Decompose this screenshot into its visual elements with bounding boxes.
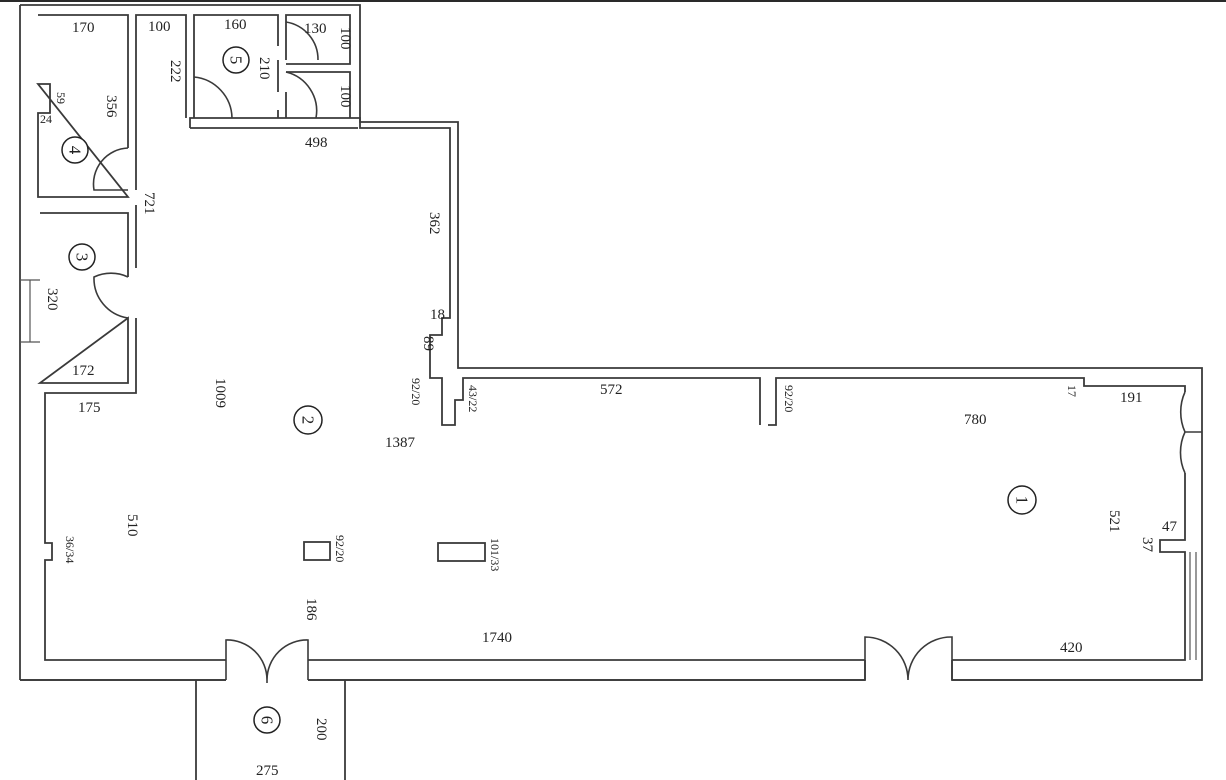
outer-wall-outer [20, 4, 1203, 681]
dim-room2-top-left: 175 [78, 400, 101, 416]
svg-text:1: 1 [1013, 496, 1032, 505]
door-wc2 [285, 71, 318, 119]
dim-niche-right-b: 37 [1139, 537, 1155, 553]
dim-room2-upper-side: 362 [426, 212, 442, 235]
dim-corridor-top: 100 [148, 19, 171, 35]
dim-upper-wall: 498 [305, 135, 328, 151]
room-tag-3: 3 [68, 243, 96, 271]
svg-text:4: 4 [66, 146, 85, 155]
dim-entrance-depth: 186 [303, 598, 319, 621]
dim-room1-side: 521 [1106, 510, 1122, 533]
window-left [20, 279, 40, 343]
room-tag-6: 6 [253, 706, 281, 734]
door-wc1 [285, 21, 319, 61]
dim-wc1-side: 100 [337, 27, 353, 50]
dim-pillar-b: 101/33 [488, 538, 502, 571]
svg-text:6: 6 [258, 716, 277, 725]
door-bottom-right [864, 636, 953, 681]
dim-pillar-a: 92/20 [333, 535, 347, 562]
dim-room4-top: 170 [72, 20, 95, 36]
dim-room3-side: 320 [44, 288, 60, 311]
room4-walls [36, 14, 130, 198]
svg-text:5: 5 [227, 56, 246, 65]
window-right [1189, 552, 1197, 660]
dim-room4-side: 356 [103, 95, 119, 118]
door-corridor [193, 76, 233, 119]
dim-niche-right-a: 47 [1162, 519, 1178, 535]
svg-text:2: 2 [299, 416, 318, 425]
dim-wc2-side: 100 [337, 85, 353, 108]
dim-vestibule-side: 200 [313, 718, 329, 741]
dim-column-left: 92/20 [409, 378, 423, 405]
pillar-a [303, 541, 331, 561]
room-tag-1: 1 [1007, 485, 1037, 515]
dim-step-89: 89 [420, 336, 436, 351]
room3-walls [37, 212, 129, 384]
dim-room2-width: 1387 [385, 435, 416, 451]
dim-bottom-right: 420 [1060, 640, 1083, 656]
inner-wall-bottom [44, 318, 865, 661]
svg-text:3: 3 [73, 253, 92, 262]
room-tag-2: 2 [293, 405, 323, 435]
top-border [0, 0, 1226, 2]
dim-column-right: 43/22 [466, 385, 480, 412]
dim-room1-depth: 780 [964, 412, 987, 428]
dim-room5-top: 160 [224, 17, 247, 33]
door-room3 [93, 272, 129, 319]
dim-niche-left: 36/34 [63, 536, 77, 563]
dim-room3-bottom: 172 [72, 363, 95, 379]
dim-column-mid: 92/20 [782, 385, 796, 412]
room-tag-4: 4 [61, 136, 89, 164]
room-tag-5: 5 [222, 46, 250, 74]
dim-room1-top: 572 [600, 382, 623, 398]
dim-room1-offset: 17 [1065, 385, 1079, 397]
dim-room4-niche-b: 24 [40, 112, 52, 126]
dim-room5-side: 210 [256, 57, 272, 80]
door-room4 [92, 147, 129, 191]
dim-room2-height: 1009 [212, 378, 228, 408]
pillar-b [437, 542, 486, 562]
dim-room1-right-top: 191 [1120, 390, 1143, 406]
inner-wall-right-top [768, 377, 1186, 426]
dim-room2-side: 510 [124, 514, 140, 537]
door-main [225, 639, 309, 683]
dim-room4-niche-a: 59 [54, 92, 68, 104]
inner-wall-right-side [952, 473, 1186, 661]
dim-vestibule-width: 275 [256, 763, 279, 779]
inner-wall-left-upper [135, 14, 351, 268]
door-entrance-right [1179, 391, 1202, 474]
dim-wc-top: 130 [304, 21, 327, 37]
dim-step-18: 18 [430, 307, 445, 323]
inner-wall-upper [189, 117, 761, 426]
dim-bottom-wall: 1740 [482, 630, 512, 646]
vestibule-walls [195, 680, 346, 780]
dim-corridor-side: 222 [167, 60, 183, 83]
dim-corridor-len: 721 [141, 192, 157, 215]
